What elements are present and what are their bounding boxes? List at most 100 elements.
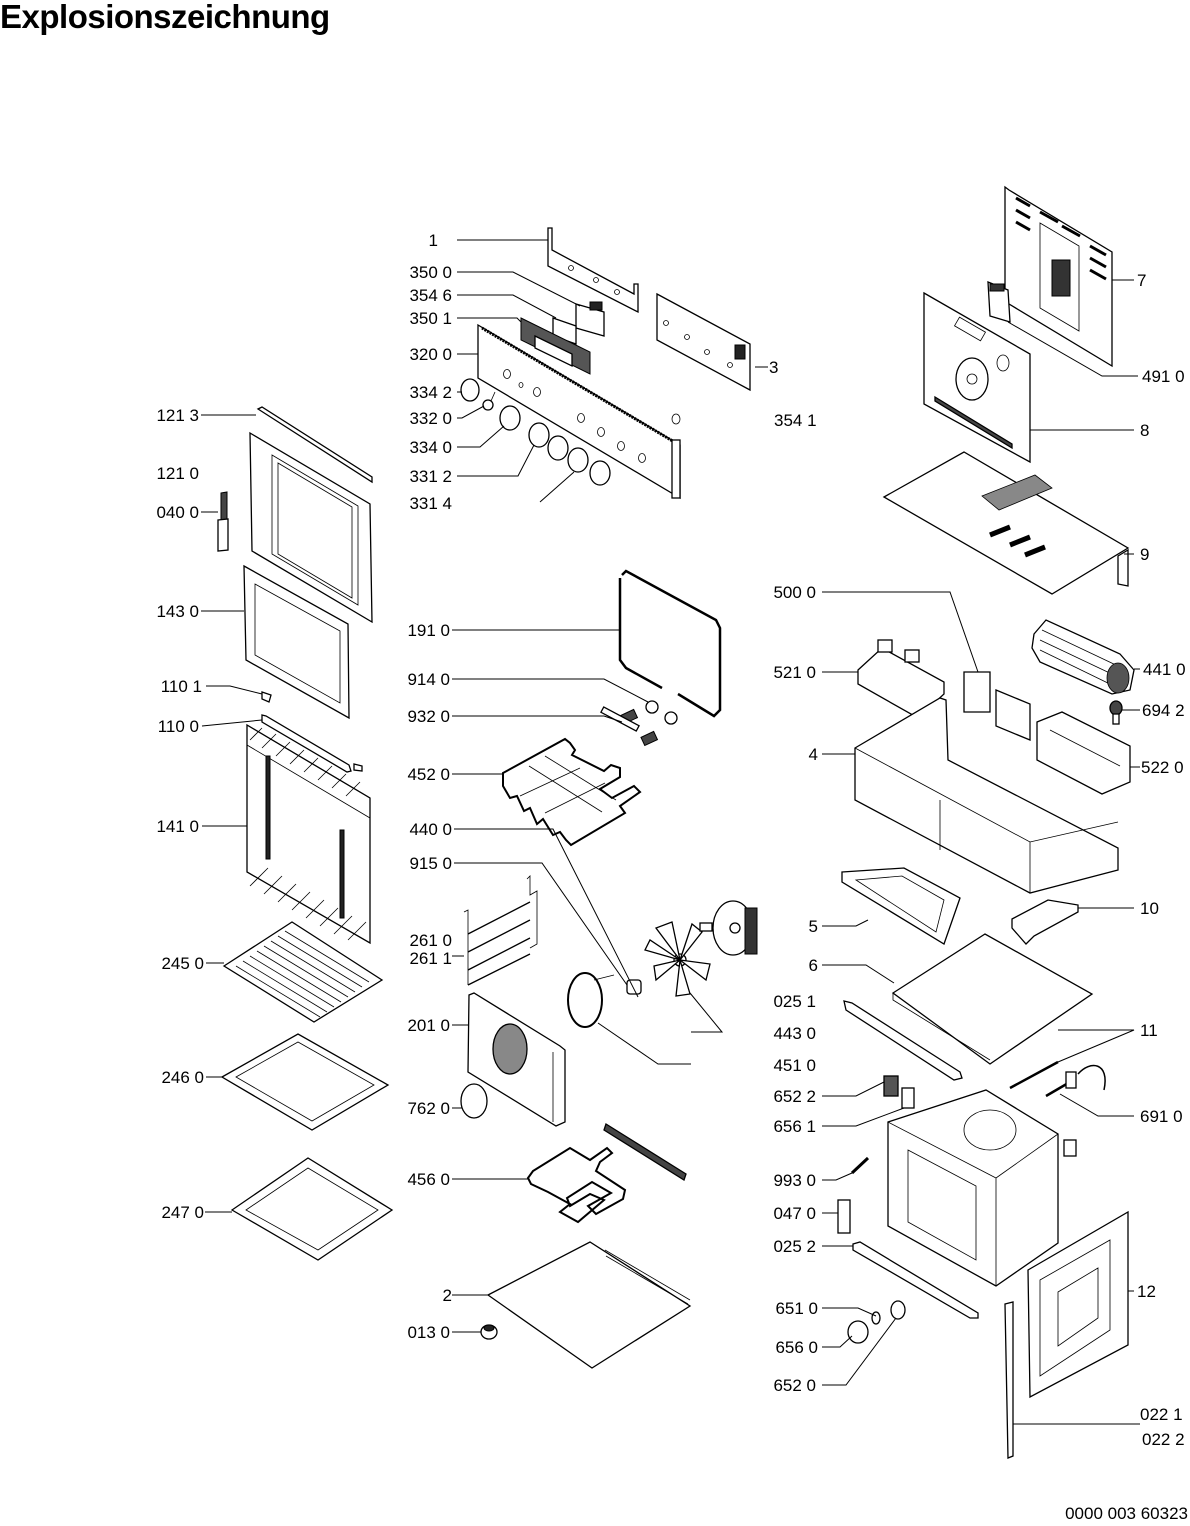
bottom-plate-part-2 bbox=[486, 1241, 692, 1369]
lamp-parts bbox=[620, 700, 678, 747]
part-labels: 1 350 0 354 6 350 1 320 0 334 2 332 0 33… bbox=[156, 231, 1185, 1449]
control-board-part-3 bbox=[656, 292, 751, 392]
spring-993 bbox=[850, 1156, 870, 1175]
label-334-2: 334 2 bbox=[409, 383, 452, 402]
label-691-0: 691 0 bbox=[1140, 1107, 1183, 1126]
label-334-0: 334 0 bbox=[409, 438, 452, 457]
label-121-0: 121 0 bbox=[156, 464, 199, 483]
door-inner-frame bbox=[249, 431, 373, 624]
rear-panel-part-7 bbox=[1004, 185, 1113, 368]
label-656-0: 656 0 bbox=[775, 1338, 818, 1357]
cover-part-10 bbox=[1011, 899, 1079, 945]
door-handle-parts bbox=[261, 691, 363, 773]
baking-tray-1 bbox=[220, 1033, 390, 1131]
relay-modules-500 bbox=[963, 671, 1031, 741]
rail-025-1 bbox=[843, 1000, 963, 1081]
label-7: 7 bbox=[1137, 271, 1146, 290]
fan-motor bbox=[699, 900, 758, 956]
door-hinge bbox=[217, 491, 229, 552]
wire-shelf bbox=[222, 921, 384, 1023]
label-191-0: 191 0 bbox=[407, 621, 450, 640]
hinge-block-047 bbox=[837, 1199, 851, 1234]
label-121-3: 121 3 bbox=[156, 406, 199, 425]
label-025-1: 025 1 bbox=[773, 992, 816, 1011]
label-245-0: 245 0 bbox=[161, 954, 204, 973]
bracket-part-5 bbox=[841, 867, 961, 945]
top-heating-element bbox=[502, 706, 642, 847]
label-350-1: 350 1 bbox=[409, 309, 452, 328]
thermostat-694 bbox=[1109, 700, 1123, 725]
page-title: Explosionszeichnung bbox=[0, 0, 330, 35]
back-panel-part-8 bbox=[923, 291, 1031, 464]
door-seal bbox=[618, 569, 722, 718]
bottom-heating-element bbox=[526, 1123, 687, 1224]
label-013-0: 013 0 bbox=[407, 1323, 450, 1342]
label-456-0: 456 0 bbox=[407, 1170, 450, 1189]
label-354-1: 354 1 bbox=[774, 411, 817, 430]
vent-slots bbox=[1015, 196, 1107, 281]
outer-door-glass bbox=[246, 723, 371, 945]
label-915-0: 915 0 bbox=[409, 854, 452, 873]
label-443-0: 443 0 bbox=[773, 1024, 816, 1043]
label-441-0: 441 0 bbox=[1143, 660, 1186, 679]
label-5: 5 bbox=[809, 917, 818, 936]
label-331-4: 331 4 bbox=[409, 494, 452, 513]
label-451-0: 451 0 bbox=[773, 1056, 816, 1075]
label-10: 10 bbox=[1140, 899, 1159, 918]
plate-part-6 bbox=[891, 933, 1094, 1065]
label-8: 8 bbox=[1140, 421, 1149, 440]
foot-part bbox=[480, 1324, 498, 1340]
chassis-frame-part-4 bbox=[854, 697, 1119, 894]
cooling-fan-tangential bbox=[1031, 619, 1135, 695]
switch-parts-652-656 bbox=[883, 1075, 915, 1109]
side-rails bbox=[463, 875, 538, 986]
door-switch-691 bbox=[1045, 1064, 1106, 1098]
oven-cavity bbox=[887, 1089, 1077, 1287]
label-440-0: 440 0 bbox=[409, 820, 452, 839]
label-261-1: 261 1 bbox=[409, 949, 452, 968]
label-022-2: 022 2 bbox=[1142, 1430, 1185, 1449]
label-656-1: 656 1 bbox=[773, 1117, 816, 1136]
top-cover-part-9 bbox=[882, 451, 1130, 595]
leader-lines bbox=[201, 239, 1140, 1425]
label-143-0: 143 0 bbox=[156, 602, 199, 621]
label-261-0: 261 0 bbox=[409, 931, 452, 950]
baking-tray-2 bbox=[230, 1157, 394, 1261]
label-025-2: 025 2 bbox=[773, 1237, 816, 1256]
label-332-0: 332 0 bbox=[409, 409, 452, 428]
circular-heating-element bbox=[567, 972, 615, 1028]
lamp-glass bbox=[626, 979, 642, 995]
label-350-0: 350 0 bbox=[409, 263, 452, 282]
label-491-0: 491 0 bbox=[1142, 367, 1185, 386]
label-4: 4 bbox=[809, 745, 818, 764]
fan-blade bbox=[644, 921, 711, 997]
label-694-2: 694 2 bbox=[1142, 701, 1185, 720]
label-521-0: 521 0 bbox=[773, 663, 816, 682]
label-141-0: 141 0 bbox=[156, 817, 199, 836]
trim-strip-022 bbox=[1004, 1301, 1014, 1459]
door-glass-inner bbox=[243, 564, 350, 720]
label-110-1: 110 1 bbox=[161, 677, 202, 696]
label-651-0: 651 0 bbox=[775, 1299, 818, 1318]
label-201-0: 201 0 bbox=[407, 1016, 450, 1035]
electronics-522 bbox=[1036, 711, 1131, 795]
document-number: 0000 003 60323 bbox=[1065, 1504, 1188, 1523]
shelf-wires bbox=[235, 930, 370, 1018]
door-top-strip bbox=[256, 406, 373, 484]
lamp-parts-65x bbox=[847, 1300, 906, 1344]
glass-hatching bbox=[249, 727, 367, 941]
label-1: 1 bbox=[429, 231, 438, 250]
control-knobs bbox=[460, 378, 611, 486]
label-9: 9 bbox=[1140, 545, 1149, 564]
label-354-6: 354 6 bbox=[409, 286, 452, 305]
label-500-0: 500 0 bbox=[773, 583, 816, 602]
label-762-0: 762 0 bbox=[407, 1099, 450, 1118]
label-331-2: 331 2 bbox=[409, 467, 452, 486]
label-247-0: 247 0 bbox=[161, 1203, 204, 1222]
label-2: 2 bbox=[443, 1286, 452, 1305]
label-246-0: 246 0 bbox=[161, 1068, 204, 1087]
label-022-1: 022 1 bbox=[1140, 1405, 1183, 1424]
label-12: 12 bbox=[1137, 1282, 1156, 1301]
control-board-521 bbox=[857, 639, 945, 719]
